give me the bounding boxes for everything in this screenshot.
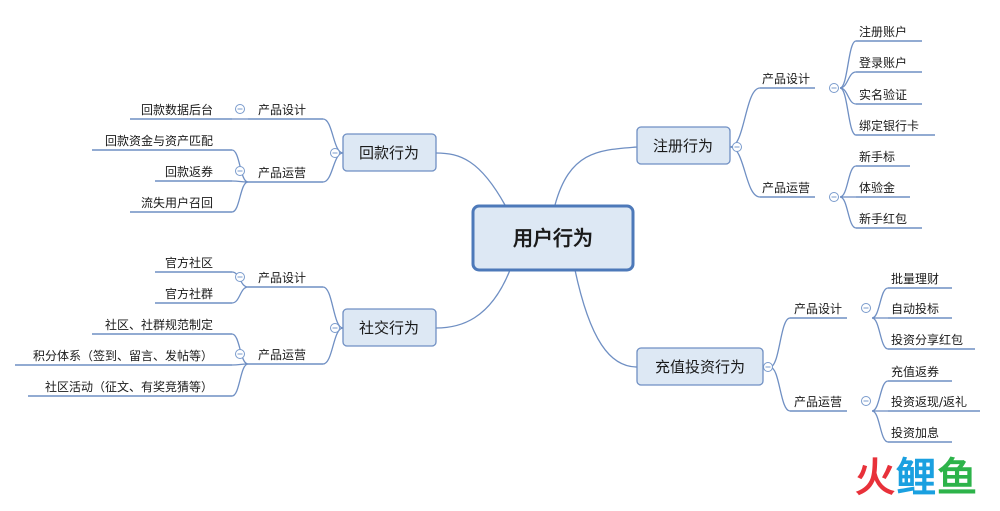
collapse-icon[interactable] xyxy=(330,323,340,333)
leaf-item[interactable]: 社区活动（征文、有奖竞猜等） xyxy=(45,379,213,394)
leaf-item[interactable]: 投资返现/返礼 xyxy=(891,394,967,409)
leaf-item[interactable]: 回款返券 xyxy=(165,164,213,179)
branch-social[interactable]: 社交行为 xyxy=(342,308,437,347)
register-design-label[interactable]: 产品设计 xyxy=(762,72,810,86)
brand-logo: 火鲤鱼 xyxy=(855,445,978,503)
collapse-icon[interactable] xyxy=(861,396,871,406)
collapse-icon[interactable] xyxy=(235,166,245,176)
leaf-item[interactable]: 新手红包 xyxy=(859,211,907,226)
collapse-icon[interactable] xyxy=(330,148,340,158)
repayment-ops-label[interactable]: 产品运营 xyxy=(258,166,306,180)
collapse-icon[interactable] xyxy=(763,362,773,372)
leaf-item[interactable]: 注册账户 xyxy=(859,24,907,39)
collapse-icon[interactable] xyxy=(829,192,839,202)
branch-repayment[interactable]: 回款行为 xyxy=(342,133,437,172)
collapse-icons xyxy=(235,83,871,406)
leaf-item[interactable]: 官方社区 xyxy=(165,255,213,270)
collapse-icon[interactable] xyxy=(235,104,245,114)
collapse-icon[interactable] xyxy=(829,83,839,93)
branch-recharge[interactable]: 充值投资行为 xyxy=(636,347,764,386)
branch-label: 回款行为 xyxy=(359,144,419,162)
branch-label: 社交行为 xyxy=(359,319,419,337)
leaf-item[interactable]: 绑定银行卡 xyxy=(859,118,919,133)
leaf-item[interactable]: 流失用户召回 xyxy=(141,195,213,210)
leaf-item[interactable]: 投资加息 xyxy=(891,425,939,440)
register-ops-label[interactable]: 产品运营 xyxy=(762,181,810,195)
leaf-item[interactable]: 批量理财 xyxy=(891,271,939,286)
underlines xyxy=(15,40,980,443)
leaf-item[interactable]: 投资分享红包 xyxy=(891,332,963,347)
leaf-item[interactable]: 新手标 xyxy=(859,149,895,164)
social-ops-label[interactable]: 产品运营 xyxy=(258,348,306,362)
leaf-item[interactable]: 回款数据后台 xyxy=(141,102,213,117)
logo-char: 鲤 xyxy=(896,455,937,501)
leaf-item[interactable]: 社区、社群规范制定 xyxy=(105,317,213,332)
leaf-item[interactable]: 登录账户 xyxy=(859,55,907,70)
leaf-item[interactable]: 回款资金与资产匹配 xyxy=(105,133,213,148)
leaf-item[interactable]: 充值返券 xyxy=(891,364,939,379)
logo-char: 火 xyxy=(855,455,896,501)
social-design-label[interactable]: 产品设计 xyxy=(258,271,306,285)
collapse-icon[interactable] xyxy=(732,142,742,152)
logo-char: 鱼 xyxy=(937,455,978,501)
root-label: 用户行为 xyxy=(513,226,593,250)
recharge-ops-label[interactable]: 产品运营 xyxy=(794,395,842,409)
root-node[interactable]: 用户行为 xyxy=(471,204,635,272)
leaf-item[interactable]: 积分体系（签到、留言、发帖等） xyxy=(33,348,213,363)
leaf-item[interactable]: 体验金 xyxy=(859,180,895,195)
repayment-design-label[interactable]: 产品设计 xyxy=(258,103,306,117)
collapse-icon[interactable] xyxy=(235,272,245,282)
recharge-design-label[interactable]: 产品设计 xyxy=(794,302,842,316)
leaf-item[interactable]: 官方社群 xyxy=(165,286,213,301)
leaf-item[interactable]: 实名验证 xyxy=(859,87,907,102)
collapse-icon[interactable] xyxy=(235,349,245,359)
leaf-item[interactable]: 自动投标 xyxy=(891,301,939,316)
branch-label: 充值投资行为 xyxy=(655,358,745,376)
branch-register[interactable]: 注册行为 xyxy=(636,126,731,165)
collapse-icon[interactable] xyxy=(861,303,871,313)
branch-label: 注册行为 xyxy=(653,137,713,155)
